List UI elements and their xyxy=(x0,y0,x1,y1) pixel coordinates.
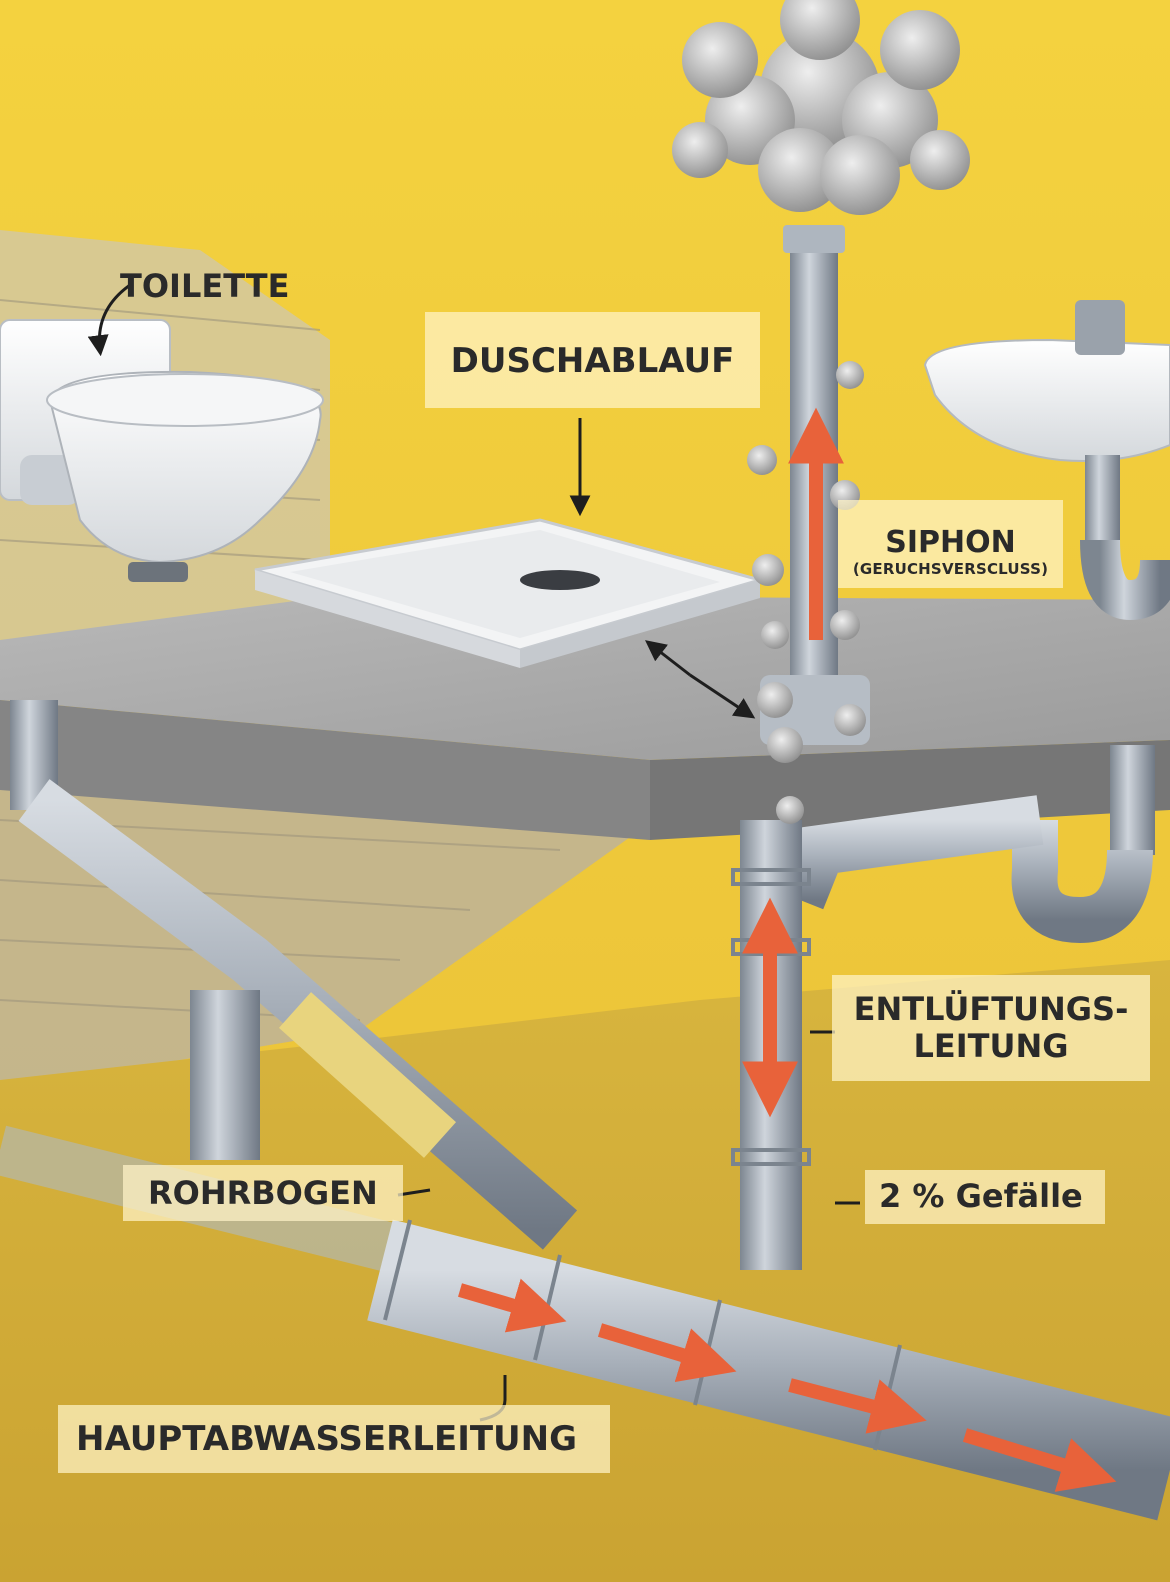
flow-arrow-3 xyxy=(788,1378,927,1434)
slab-pointer-up xyxy=(645,640,691,677)
label-entlueftungsleitung: ENTLÜFTUNGS- LEITUNG xyxy=(832,975,1150,1081)
toilet-drain-pipe xyxy=(10,700,578,1250)
label-gefaelle: 2 % Gefälle xyxy=(865,1170,1105,1224)
siphon-subtitle: (GERUCHSVERSCLUSS) xyxy=(852,559,1049,578)
flow-arrows xyxy=(458,407,1117,1492)
flow-arrow-2 xyxy=(597,1323,737,1383)
rohrbogen-leader xyxy=(397,1188,431,1197)
shower-tray xyxy=(254,518,766,668)
sink xyxy=(923,300,1170,545)
label-rohrbogen: ROHRBOGEN xyxy=(123,1165,403,1221)
label-toilette: TOILETTE xyxy=(120,267,290,305)
flow-arrow-4 xyxy=(962,1428,1117,1492)
siphon-trap xyxy=(1011,539,1170,944)
label-siphon: SIPHON (GERUCHSVERSCLUSS) xyxy=(838,500,1063,588)
toilette-pointer xyxy=(87,283,131,357)
faucet-icon xyxy=(1075,300,1125,355)
entlueftung-line2: LEITUNG xyxy=(913,1026,1069,1065)
flow-arrow-1 xyxy=(458,1278,567,1333)
entlueftung-line1: ENTLÜFTUNGS- xyxy=(853,990,1129,1028)
smoke-cloud xyxy=(672,0,970,215)
slab-pointer-down xyxy=(689,673,756,719)
label-hauptabwasserleitung: HAUPTABWASSERLEITUNG xyxy=(58,1405,610,1473)
siphon-title: SIPHON xyxy=(885,525,1016,560)
toilet xyxy=(0,319,324,582)
label-duschablauf: DUSCHABLAUF xyxy=(425,312,760,408)
drain-grate xyxy=(520,570,600,590)
